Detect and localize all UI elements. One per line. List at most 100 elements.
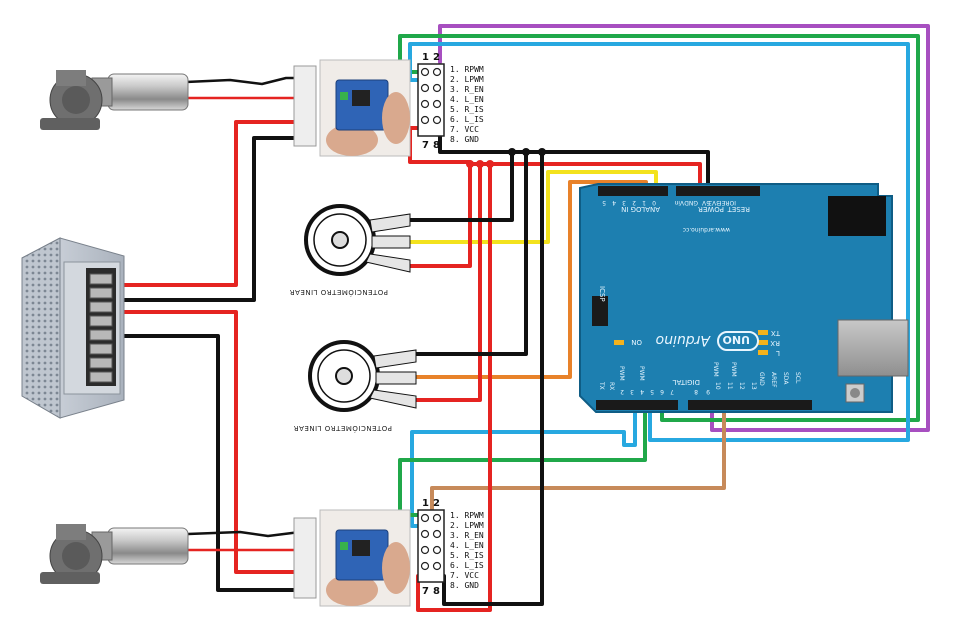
header2-col1: 1: [422, 498, 429, 509]
pwm-label-2: PWM: [638, 366, 645, 381]
digital-pin-6: 6: [660, 388, 664, 395]
5v-label: 5V: [701, 199, 710, 206]
tx-label: TX: [771, 329, 781, 337]
wire-psu-black-2: [108, 334, 302, 592]
header1-pin-5: 5. R_IS: [450, 105, 484, 114]
pot1-label: POTENCIÓMETRO LINEAR: [289, 288, 388, 297]
digital-pin-5: 5: [650, 388, 654, 395]
on-label: ON: [631, 338, 642, 346]
gnd-label-bottom: GND: [758, 372, 765, 386]
header1-bottom-7: 7: [422, 140, 429, 151]
digital-pin-8: 8: [694, 388, 698, 395]
motor-driver-2: [293, 509, 411, 607]
header1-bottom-8: 8: [433, 140, 440, 151]
header2-bottom-7: 7: [422, 586, 429, 597]
digital-pin-tx: TX: [598, 381, 605, 390]
header2-bottom-8: 8: [433, 586, 440, 597]
psu-terminals: [89, 273, 113, 383]
header1-pin-1: 1. RPWM: [450, 65, 484, 74]
wire-psu-black-1: [108, 136, 302, 302]
header1-pin-2: 2. LPWM: [450, 75, 484, 84]
digital-pin-3: 3: [630, 388, 634, 395]
header1-pin-3: 3. R_EN: [450, 85, 484, 94]
pwm-label-3: PWM: [712, 362, 719, 377]
analog-pin-1: 1: [642, 199, 646, 206]
header1-pin-7: 7. VCC: [450, 125, 479, 134]
wire-black-pot2: [414, 150, 528, 356]
arduino-uno-board: ICSP ON TX RX L UNO Arduino ANALOG IN PO…: [579, 183, 909, 413]
header2-col2: 2: [433, 498, 440, 509]
aref-label: AREF: [770, 372, 777, 388]
model-label: UNO: [723, 333, 751, 346]
header2-pin-2: 2. LPWM: [450, 521, 484, 530]
power-header: [676, 186, 760, 196]
wire-black-gnd: [438, 126, 710, 197]
wire-blue-bottom: [410, 403, 637, 528]
power-label: POWER: [698, 205, 724, 213]
website-label: www.arduino.cc: [683, 226, 730, 233]
header2-pin-6: 6. L_IS: [450, 561, 484, 570]
digital-label: DIGITAL: [673, 378, 700, 386]
scl-label: SCL: [794, 372, 801, 384]
wire-psu-red-2: [108, 310, 302, 574]
digital-pin-4: 4: [640, 388, 644, 395]
potentiometer-2: POTENCIÓMETRO LINEAR: [293, 340, 417, 433]
header2-pin-5: 5. R_IS: [450, 551, 484, 560]
header2-pin-7: 7. VCC: [450, 571, 479, 580]
dc-motor-1: [40, 70, 189, 130]
analog-pin-5: 5: [602, 199, 606, 206]
analog-pin-4: 4: [612, 199, 616, 206]
wire-motor2-black: [186, 530, 302, 538]
header2-pin-1: 1. RPWM: [450, 511, 484, 520]
brand-label: Arduino: [656, 332, 711, 348]
digital-pin-12: 12: [738, 382, 745, 390]
dc-motor-2: [40, 524, 189, 584]
wire-motor1-black: [184, 76, 302, 86]
header1-pin-6: 6. L_IS: [450, 115, 484, 124]
header1-col2: 2: [433, 52, 440, 63]
digital-pin-9: 9: [706, 388, 710, 395]
digital-pin-11: 11: [726, 382, 733, 390]
ioref-label: IOREF: [718, 199, 736, 206]
digital-pin-2: 2: [620, 388, 624, 395]
motor-driver-1: [293, 59, 411, 157]
potentiometer-1: POTENCIÓMETRO LINEAR: [289, 204, 411, 297]
l-label: L: [776, 349, 780, 357]
wire-black-pot1: [408, 150, 514, 222]
header2-pin-8: 8. GND: [450, 581, 479, 590]
digital-pin-10: 10: [714, 382, 721, 390]
icsp-header: [592, 296, 608, 326]
header1-pin-8: 8. GND: [450, 135, 479, 144]
digital-pin-13: 13: [750, 382, 757, 390]
analog-in-label: ANALOG IN: [621, 205, 660, 213]
header1-pin-4: 4. L_EN: [450, 95, 484, 104]
driver-header-1: 1 2 7 8 1. RPWM 2. LPWM 3. R_EN 4. L_EN …: [417, 52, 484, 151]
analog-pin-0: 0: [652, 199, 656, 206]
analog-pin-2: 2: [632, 199, 636, 206]
digital-header-low: [596, 400, 678, 410]
wire-yellow: [408, 170, 658, 244]
icsp-label: ICSP: [598, 286, 606, 302]
digital-header-high: [688, 400, 812, 410]
pwm-label-1: PWM: [618, 366, 625, 381]
analog-header: [598, 186, 668, 196]
wire-black-drv2: [442, 150, 544, 606]
usb-port: [837, 319, 909, 377]
power-supply: [21, 237, 125, 419]
on-led-icon: [614, 340, 624, 345]
reset-label: RESET: [727, 205, 750, 213]
sda-label: SDA: [782, 372, 789, 385]
header2-pin-3: 3. R_EN: [450, 531, 484, 540]
dc-jack: [828, 196, 886, 236]
pwm-label-4: PWM: [730, 362, 737, 377]
driver-header-2: 1 2 7 8 1. RPWM 2. LPWM 3. R_EN 4. L_EN …: [417, 498, 484, 597]
digital-pin-7: 7: [670, 388, 674, 395]
pot2-label: POTENCIÓMETRO LINEAR: [293, 424, 392, 433]
gnd-label-top: GND: [684, 199, 698, 206]
header1-col1: 1: [422, 52, 429, 63]
digital-pin-rx: RX: [608, 382, 615, 390]
wire-red-pot2: [414, 162, 482, 402]
wire-brown: [430, 403, 726, 522]
